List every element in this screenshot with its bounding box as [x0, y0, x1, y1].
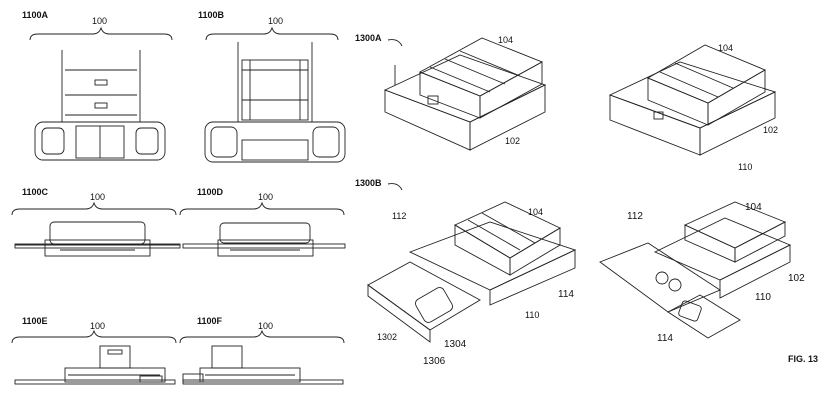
ref-104: 104	[528, 207, 544, 217]
view-1300B-right-drawing	[599, 201, 792, 339]
view-label-1100F: 1100F	[197, 316, 223, 326]
arrow-1300A	[387, 39, 403, 47]
ref-112: 112	[627, 211, 643, 222]
ref-104: 104	[718, 43, 734, 53]
ref-1302: 1302	[377, 332, 398, 342]
ref-100: 100	[90, 192, 106, 202]
view-label-1100D: 1100D	[197, 187, 224, 197]
figure-title: FIG. 13	[788, 354, 819, 364]
ref-114: 114	[558, 289, 574, 300]
ref-110: 110	[738, 162, 753, 172]
ref-100: 100	[268, 16, 284, 26]
view-label-1100A: 1100A	[22, 10, 49, 20]
view-label-1300B: 1300B	[355, 178, 382, 188]
arrow-1300B	[387, 183, 403, 191]
view-1100B-drawing	[204, 42, 346, 163]
view-label-1100B: 1100B	[198, 10, 225, 20]
view-label-1100C: 1100C	[22, 187, 49, 197]
ref-110: 110	[755, 292, 771, 303]
ref-100: 100	[258, 321, 274, 331]
view-1100E-drawing	[14, 345, 176, 385]
view-label-1300A: 1300A	[355, 33, 382, 43]
ref-112: 112	[392, 211, 407, 221]
view-label-1100E: 1100E	[22, 316, 48, 326]
view-1300B-left-drawing	[367, 201, 577, 343]
ref-114: 114	[657, 333, 673, 344]
view-1100C-drawing	[14, 221, 181, 257]
view-1100F-drawing	[182, 345, 344, 385]
ref-102: 102	[788, 273, 805, 284]
ref-1304: 1304	[444, 339, 467, 350]
ref-102: 102	[505, 136, 521, 146]
ref-100: 100	[90, 321, 106, 331]
ref-110: 110	[525, 310, 540, 320]
view-1100A-drawing	[34, 50, 166, 161]
ref-102: 102	[763, 125, 779, 135]
ref-104: 104	[498, 35, 514, 45]
ref-104: 104	[745, 202, 762, 213]
view-1300A-left-drawing	[383, 37, 547, 151]
view-1100D-drawing	[182, 222, 346, 257]
ref-1306: 1306	[423, 356, 446, 367]
reference-braces	[11, 26, 345, 344]
view-1300A-right-drawing	[608, 44, 777, 156]
ref-100: 100	[92, 16, 108, 26]
ref-100: 100	[258, 192, 274, 202]
